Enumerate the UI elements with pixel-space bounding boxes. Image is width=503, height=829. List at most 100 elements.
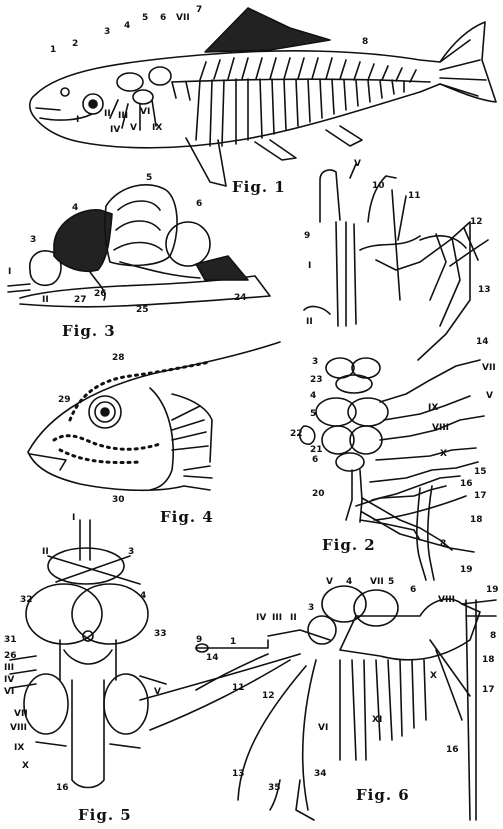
fig6-label: 18 bbox=[482, 656, 495, 665]
fig3-label: 25 bbox=[136, 306, 149, 315]
fig6-label: 11 bbox=[232, 684, 245, 693]
fig1-label: VI bbox=[140, 108, 150, 117]
fig5-label: IV bbox=[4, 676, 14, 685]
fig5-label: VII bbox=[14, 710, 28, 719]
fig4-label: 29 bbox=[58, 396, 71, 405]
fig4-caption: Fig. 4 bbox=[160, 508, 214, 526]
fig2-label: 15 bbox=[474, 468, 487, 477]
fig2-label: 21 bbox=[310, 446, 323, 455]
fig1-label: VII bbox=[176, 14, 190, 23]
fig2-label: 16 bbox=[460, 480, 473, 489]
fig1-label: IV bbox=[110, 126, 120, 135]
fig2-label: 4 bbox=[310, 392, 316, 401]
fig2-label: X bbox=[440, 450, 447, 459]
fig6-nerve-lateral-drawing bbox=[140, 586, 496, 820]
fig1-label: I bbox=[76, 116, 79, 125]
fig3-label: I bbox=[8, 268, 11, 277]
fig3-label: 6 bbox=[196, 200, 202, 209]
fig6-label: 13 bbox=[232, 770, 245, 779]
fig6-label: VII bbox=[370, 578, 384, 587]
fig1-label: 5 bbox=[142, 14, 148, 23]
fig4-label: 30 bbox=[112, 496, 125, 505]
fig1-label: 8 bbox=[362, 38, 368, 47]
fig2-label: 9 bbox=[304, 232, 310, 241]
fig2-nerve-drawing bbox=[300, 164, 488, 580]
fig6-label: 16 bbox=[446, 746, 459, 755]
fig5-brain-ventral-drawing bbox=[10, 520, 166, 788]
fig6-label: 14 bbox=[206, 654, 219, 663]
fig2-label: 14 bbox=[476, 338, 489, 347]
fig6-label: 5 bbox=[388, 578, 394, 587]
fig1-label: II bbox=[104, 110, 111, 119]
fig6-label: XI bbox=[372, 716, 382, 725]
fig6-label: 1 bbox=[230, 638, 236, 647]
fig5-label: II bbox=[42, 548, 49, 557]
fig4-head-drawing bbox=[28, 342, 280, 490]
fig5-label: V bbox=[154, 688, 161, 697]
fig6-label: 4 bbox=[346, 578, 352, 587]
fig2-label: 17 bbox=[474, 492, 487, 501]
fig5-label: IX bbox=[14, 744, 24, 753]
fig2-label: IX bbox=[428, 404, 438, 413]
fig1-label: 1 bbox=[50, 46, 56, 55]
fig6-label: 3 bbox=[308, 604, 314, 613]
fig2-label: VIII bbox=[432, 424, 449, 433]
fig6-label: III bbox=[272, 614, 282, 623]
fig2-label: 10 bbox=[372, 182, 385, 191]
fig5-label: 16 bbox=[56, 784, 69, 793]
fig1-label: 3 bbox=[104, 28, 110, 37]
fig2-label: 5 bbox=[310, 410, 316, 419]
fig5-label: 26 bbox=[4, 652, 17, 661]
fig5-label: 4 bbox=[140, 592, 146, 601]
fig3-caption: Fig. 3 bbox=[62, 322, 116, 340]
fig3-label: 26 bbox=[94, 290, 107, 299]
fig1-label: IX bbox=[152, 124, 162, 133]
fig2-label: 23 bbox=[310, 376, 323, 385]
fig1-label: 7 bbox=[196, 6, 202, 15]
fig1-label: 4 bbox=[124, 22, 130, 31]
fig6-label: 19 bbox=[486, 586, 499, 595]
fig6-label: V bbox=[326, 578, 333, 587]
fig5-label: VI bbox=[4, 688, 14, 697]
fig1-label: III bbox=[118, 112, 128, 121]
fig2-label: II bbox=[306, 318, 313, 327]
fig2-label: VII bbox=[482, 364, 496, 373]
fig2-label: 8 bbox=[440, 540, 446, 549]
fig5-label: III bbox=[4, 664, 14, 673]
fig2-label: 22 bbox=[290, 430, 303, 439]
fig1-caption: Fig. 1 bbox=[232, 178, 286, 196]
fig6-label: 17 bbox=[482, 686, 495, 695]
fig3-brain-drawing bbox=[8, 185, 270, 307]
fig5-label: 3 bbox=[128, 548, 134, 557]
fig6-label: VIII bbox=[438, 596, 455, 605]
fig5-label: X bbox=[22, 762, 29, 771]
fig6-label: 6 bbox=[410, 586, 416, 595]
fig6-label: 35 bbox=[268, 784, 281, 793]
fig3-label: 3 bbox=[30, 236, 36, 245]
fig1-label: 6 bbox=[160, 14, 166, 23]
fig6-label: X bbox=[430, 672, 437, 681]
fig5-label: VIII bbox=[10, 724, 27, 733]
fig6-label: 9 bbox=[196, 636, 202, 645]
fig6-label: IV bbox=[256, 614, 266, 623]
fig2-label: V bbox=[486, 392, 493, 401]
fig6-label: 34 bbox=[314, 770, 327, 779]
fig3-label: 4 bbox=[72, 204, 78, 213]
fig1-label: 2 bbox=[72, 40, 78, 49]
fig6-label: 12 bbox=[262, 692, 275, 701]
fig5-label: 32 bbox=[20, 596, 33, 605]
fig4-label: 28 bbox=[112, 354, 125, 363]
fig5-label: I bbox=[72, 514, 75, 523]
fig3-label: 27 bbox=[74, 296, 87, 305]
fig6-label: 8 bbox=[490, 632, 496, 641]
fig2-label: 11 bbox=[408, 192, 421, 201]
fig2-label: 13 bbox=[478, 286, 491, 295]
fig5-label: 33 bbox=[154, 630, 167, 639]
fig2-label: 20 bbox=[312, 490, 325, 499]
fig2-label: 6 bbox=[312, 456, 318, 465]
fig2-label: 18 bbox=[470, 516, 483, 525]
fig2-caption: Fig. 2 bbox=[322, 536, 376, 554]
fig3-label: 24 bbox=[234, 294, 247, 303]
fig1-label: V bbox=[130, 124, 137, 133]
fig2-label: 3 bbox=[312, 358, 318, 367]
